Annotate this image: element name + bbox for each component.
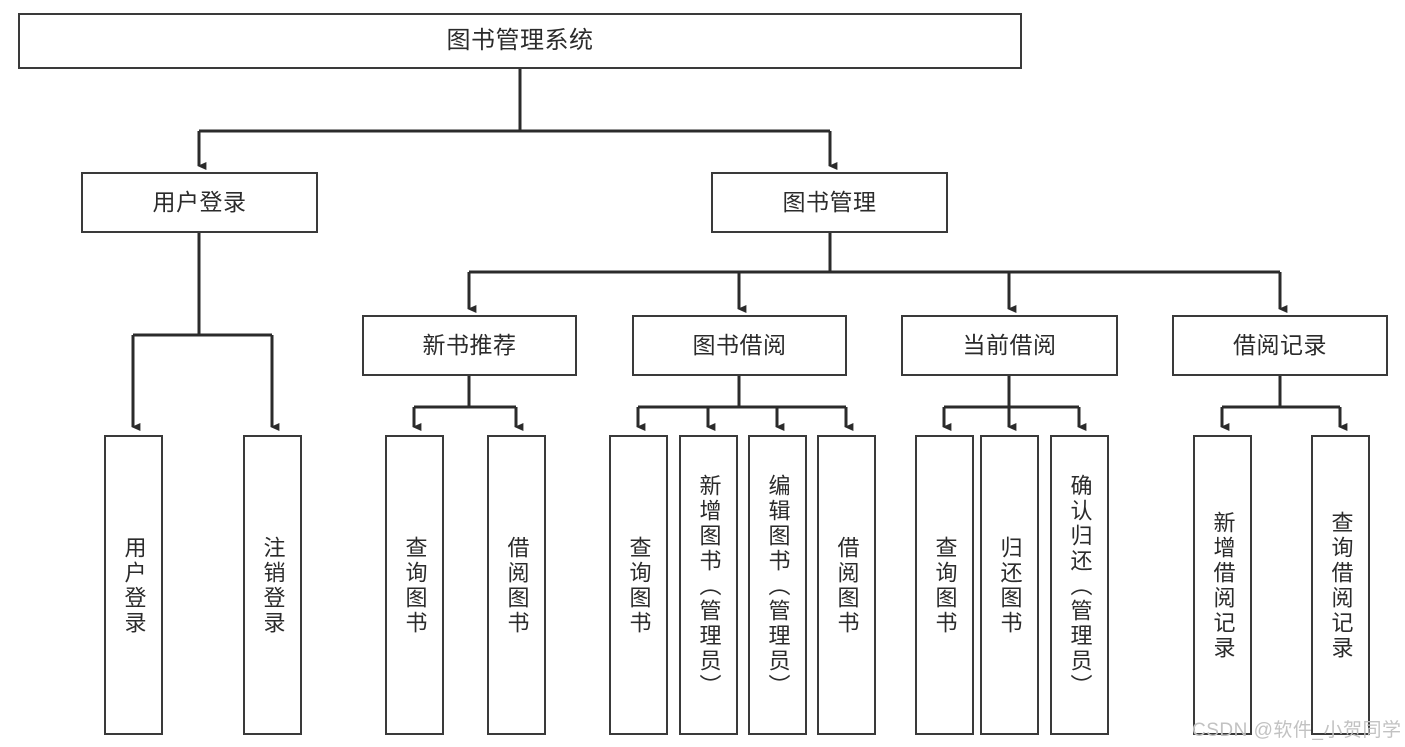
node-book-management[interactable]: 图书管理: [711, 172, 948, 233]
node-label: 图书管理: [782, 188, 877, 215]
node-label: 新书推荐: [422, 331, 517, 358]
node-root-book-management-system[interactable]: 图书管理系统: [18, 13, 1022, 69]
node-leaf-query-book-1[interactable]: 查询图书: [385, 435, 444, 735]
node-label: 当前借阅: [962, 331, 1057, 358]
node-label: 归还图书: [997, 536, 1023, 636]
node-label: 查询图书: [626, 536, 652, 636]
node-label: 图书借阅: [692, 331, 787, 358]
node-label: 新增图书（管理员）: [696, 473, 722, 699]
node-leaf-add-book[interactable]: 新增图书（管理员）: [679, 435, 738, 735]
node-label: 新增借阅记录: [1210, 511, 1236, 661]
node-leaf-add-record[interactable]: 新增借阅记录: [1193, 435, 1252, 735]
node-leaf-query-book-2[interactable]: 查询图书: [609, 435, 668, 735]
node-leaf-borrow-book-2[interactable]: 借阅图书: [817, 435, 876, 735]
node-label: 查询图书: [932, 536, 958, 636]
node-label: 查询借阅记录: [1328, 511, 1354, 661]
node-leaf-return-book[interactable]: 归还图书: [980, 435, 1039, 735]
node-leaf-borrow-book-1[interactable]: 借阅图书: [487, 435, 546, 735]
node-new-book-recommend[interactable]: 新书推荐: [362, 315, 577, 376]
csdn-watermark: CSDN @软件_小贺同学: [1192, 720, 1402, 741]
node-label: 注销登录: [260, 536, 286, 636]
node-current-borrow[interactable]: 当前借阅: [901, 315, 1118, 376]
node-leaf-query-book-3[interactable]: 查询图书: [915, 435, 974, 735]
node-label: 用户登录: [121, 536, 147, 636]
node-label: 图书管理系统: [446, 26, 594, 54]
node-leaf-logout[interactable]: 注销登录: [243, 435, 302, 735]
node-label: 查询图书: [402, 536, 428, 636]
node-label: 借阅图书: [834, 536, 860, 636]
node-label: 确认归还（管理员）: [1067, 473, 1093, 699]
node-label: 借阅记录: [1233, 331, 1327, 358]
node-label: 编辑图书（管理员）: [765, 473, 791, 699]
node-label: 用户登录: [152, 188, 247, 215]
node-borrow-record[interactable]: 借阅记录: [1172, 315, 1388, 376]
node-label: 借阅图书: [504, 536, 530, 636]
node-leaf-edit-book[interactable]: 编辑图书（管理员）: [748, 435, 807, 735]
node-leaf-confirm-return[interactable]: 确认归还（管理员）: [1050, 435, 1109, 735]
node-leaf-query-record[interactable]: 查询借阅记录: [1311, 435, 1370, 735]
node-book-borrow[interactable]: 图书借阅: [632, 315, 847, 376]
node-user-login[interactable]: 用户登录: [81, 172, 318, 233]
node-leaf-user-login[interactable]: 用户登录: [104, 435, 163, 735]
